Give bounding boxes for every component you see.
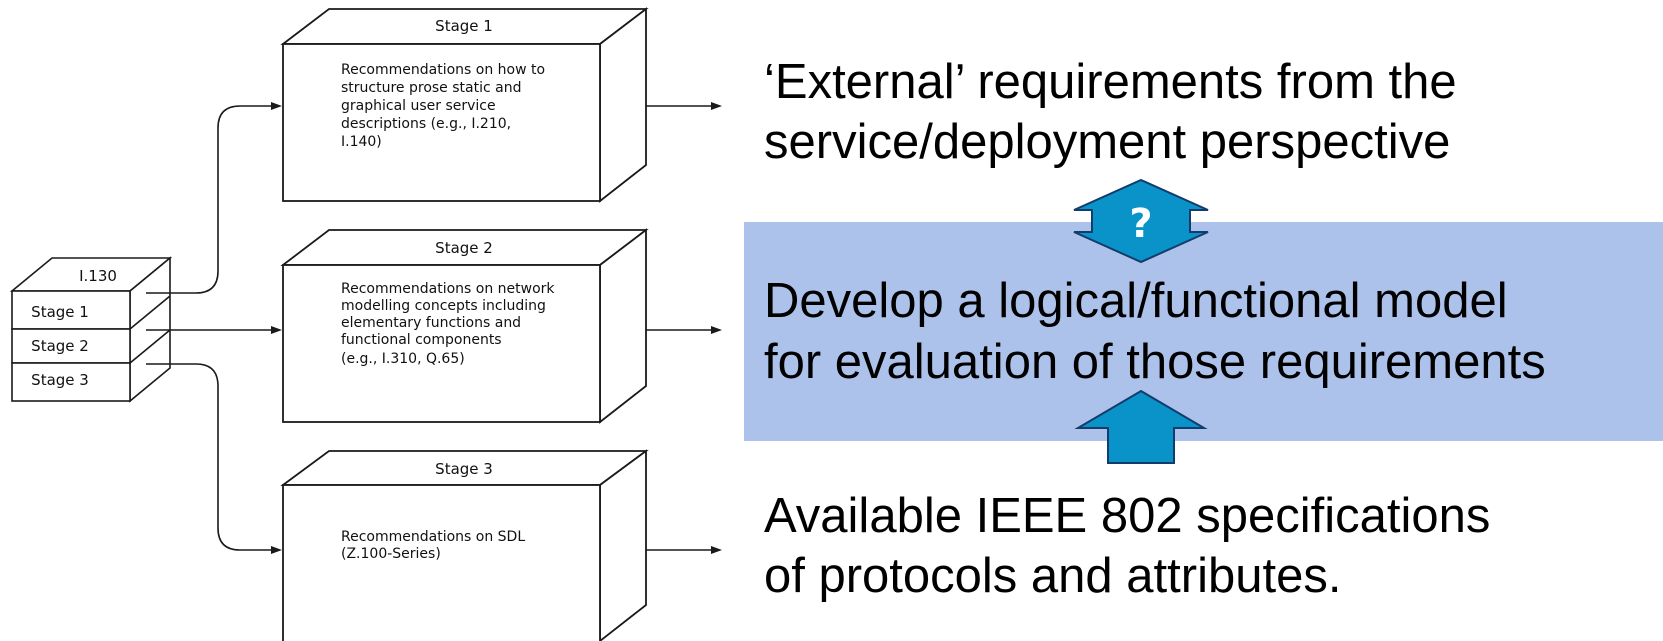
box-front-face xyxy=(282,484,601,641)
stack-row-label: Stage 1 xyxy=(31,303,89,321)
arrowhead xyxy=(711,102,722,110)
box-side-face xyxy=(599,449,647,641)
stack-row-1 xyxy=(11,290,131,330)
stack-side-divider xyxy=(129,295,171,330)
box-side-face xyxy=(599,228,647,424)
bidirectional-arrow-icon xyxy=(1073,178,1209,264)
logical-model-line: Develop a logical/functional model xyxy=(764,274,1508,328)
ieee-specifications-line: of protocols and attributes. xyxy=(764,549,1341,603)
box-front-face xyxy=(282,43,601,202)
stage-box-3 xyxy=(280,449,649,641)
stage-body-line: I.140) xyxy=(341,134,382,150)
stage-body-line: descriptions (e.g., I.210, xyxy=(341,116,511,132)
highlight-band xyxy=(744,222,1663,441)
connector-stage-3 xyxy=(146,363,272,551)
external-requirements-line: ‘External’ requirements from the xyxy=(764,55,1457,109)
stage-2-body: Recommendations on network modelling con… xyxy=(341,281,555,367)
stage-body-line: structure prose static and xyxy=(341,80,521,96)
ieee-specifications-line: Available IEEE 802 specifications xyxy=(764,489,1490,543)
stage-body-line: modelling concepts including xyxy=(341,298,546,314)
stage-body-line: (e.g., I.310, Q.65) xyxy=(341,351,465,367)
stage-3-body: Recommendations on SDL (Z.100-Series) xyxy=(341,529,525,562)
stack-top-label: I.130 xyxy=(79,267,117,285)
arrowhead xyxy=(711,546,722,554)
stage-title: Stage 2 xyxy=(435,239,493,257)
stage-body-line: elementary functions and xyxy=(341,315,521,331)
box-side-face xyxy=(599,7,647,203)
arrowhead xyxy=(271,102,282,110)
arrowheads xyxy=(271,102,722,554)
stage-box-2 xyxy=(280,228,649,424)
box-front-face xyxy=(282,264,601,423)
up-arrow-icon xyxy=(1074,389,1208,464)
stack-side-divider xyxy=(129,329,171,364)
stage-title: Stage 1 xyxy=(435,17,493,35)
i130-stack xyxy=(9,256,173,403)
stack-row-3 xyxy=(11,362,131,402)
stage-body-line: Recommendations on SDL xyxy=(341,529,525,545)
logical-model-line: for evaluation of those requirements xyxy=(764,335,1546,389)
stage-title: Stage 3 xyxy=(435,460,493,478)
stage-body-line: graphical user service xyxy=(341,98,496,114)
connector-stage-1 xyxy=(146,105,272,294)
stage-1-body: Recommendations on how to structure pros… xyxy=(341,62,545,150)
stage-body-line: Recommendations on network xyxy=(341,281,555,297)
stage-body-line: functional components xyxy=(341,332,502,348)
question-mark: ? xyxy=(1129,201,1152,247)
external-requirements-line: service/deployment perspective xyxy=(764,115,1450,169)
arrowhead xyxy=(271,546,282,554)
stack-row-label: Stage 3 xyxy=(31,371,89,389)
stage-box-1 xyxy=(280,7,649,203)
stage-body-line: (Z.100-Series) xyxy=(341,546,441,562)
arrowhead xyxy=(271,326,282,334)
stack-row-label: Stage 2 xyxy=(31,337,89,355)
arrowhead xyxy=(711,326,722,334)
stage-body-line: Recommendations on how to xyxy=(341,62,545,78)
